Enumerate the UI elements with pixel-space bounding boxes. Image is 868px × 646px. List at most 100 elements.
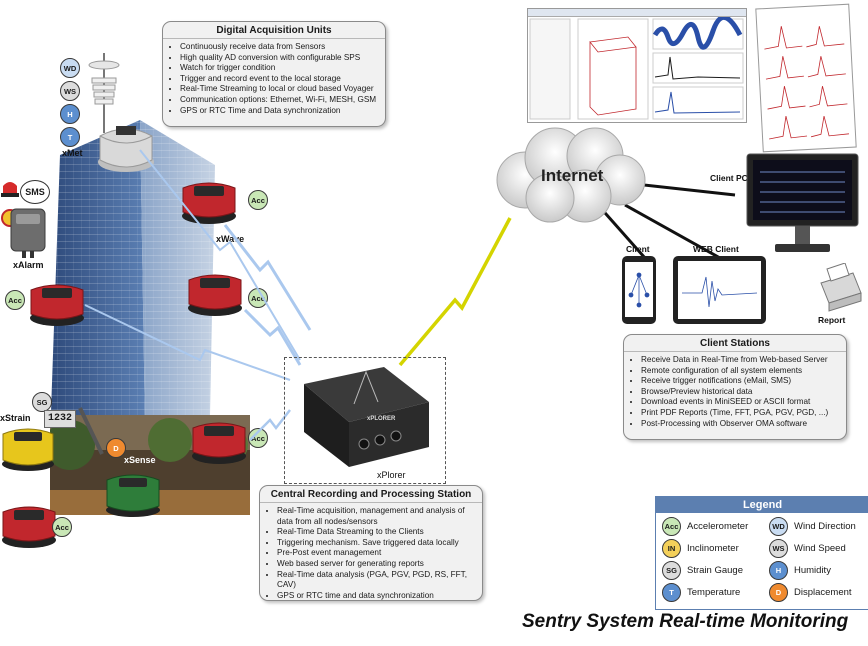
t-badge: T — [662, 583, 681, 602]
wind-speed-badge: WS — [60, 81, 80, 101]
xplorer-frame — [284, 357, 446, 484]
central-recording-box: Central Recording and Processing Station… — [259, 485, 483, 601]
list-item: Browse/Preview historical data — [641, 387, 840, 398]
list-item: Pre-Post event management — [277, 548, 476, 559]
client-stations-box: Client Stations Receive Data in Real-Tim… — [623, 334, 847, 440]
xmet-unit-icon — [98, 126, 154, 172]
client-label: Client — [626, 244, 650, 254]
temperature-badge: T — [60, 127, 80, 147]
legend-item-strain-gauge: SG Strain Gauge — [662, 561, 743, 580]
list-item: Download events in MiniSEED or ASCII for… — [641, 397, 840, 408]
legend-item-inclinometer: IN Inclinometer — [662, 539, 739, 558]
red-sensor-left-icon — [30, 284, 84, 326]
sms-bubble: SMS — [20, 180, 50, 204]
box-title: Central Recording and Processing Station — [260, 486, 482, 503]
list-item: Print PDF Reports (Time, FFT, PGA, PGV, … — [641, 408, 840, 419]
box-list: Receive Data in Real-Time from Web-based… — [624, 355, 846, 429]
legend-item-wind-speed: WS Wind Speed — [769, 539, 846, 558]
xmet-label: xMet — [62, 148, 83, 158]
acc-badge-4: Acc — [248, 428, 268, 448]
strain-gauge-badge: SG — [32, 392, 52, 412]
internet-label: Internet — [541, 166, 604, 185]
weather-station-icon — [88, 53, 120, 133]
diagram-title: Sentry System Real-time Monitoring — [522, 611, 849, 632]
wind-direction-badge: WD — [60, 58, 80, 78]
list-item: Receive Data in Real-Time from Web-based… — [641, 355, 840, 366]
siren-icon — [1, 182, 19, 197]
legend-label: Humidity — [794, 565, 831, 576]
xwave-sensor-top-icon — [182, 182, 236, 224]
list-item: Web based server for generating reports — [277, 559, 476, 570]
acc-badge-1: Acc — [248, 190, 268, 210]
humidity-badge: H — [60, 104, 80, 124]
box-title: Digital Acquisition Units — [163, 22, 385, 39]
xplorer-label: xPlorer — [377, 470, 406, 480]
legend-item-temperature: T Temperature — [662, 583, 740, 602]
xwave-label: xWave — [216, 234, 245, 244]
list-item: Communication options: Ethernet, Wi-Fi, … — [180, 95, 379, 106]
red-sensor-bottom-icon — [2, 506, 56, 548]
legend-label: Wind Speed — [794, 543, 846, 554]
wd-badge: WD — [769, 517, 788, 536]
legend-item-displacement: D Displacement — [769, 583, 852, 602]
xsense-sensor-icon — [106, 474, 160, 517]
web-client-label: WEB Client — [693, 244, 739, 254]
legend-label: Displacement — [794, 587, 852, 598]
report-label: Report — [818, 315, 846, 325]
voyager-screenshot — [527, 8, 747, 123]
tablet-icon — [673, 256, 766, 324]
list-item: Continuously receive data from Sensors — [180, 42, 379, 53]
digital-acquisition-units-box: Digital Acquisition Units Continuously r… — [162, 21, 386, 127]
xwave-sensor-mid-icon — [188, 274, 242, 316]
legend-item-accelerometer: Acc Accelerometer — [662, 517, 748, 536]
legend: Legend Acc Accelerometer WD Wind Directi… — [655, 496, 868, 610]
client-pc-label: Client PC — [710, 173, 748, 183]
xstrain-sensor-icon — [2, 428, 54, 471]
box-list: Continuously receive data from Sensors H… — [163, 42, 385, 116]
xplorer-brand: xPLORER — [367, 416, 396, 422]
list-item: Receive trigger notifications (eMail, SM… — [641, 376, 840, 387]
xplorer-device-icon — [304, 367, 429, 467]
legend-title: Legend — [656, 497, 868, 513]
list-item: Trigger and record event to the local st… — [180, 74, 379, 85]
ws-badge: WS — [769, 539, 788, 558]
box-title: Client Stations — [624, 335, 846, 352]
displacement-badge: D — [106, 438, 126, 458]
acc-badge-3: Acc — [5, 290, 25, 310]
legend-label: Temperature — [687, 587, 741, 598]
legend-label: Inclinometer — [687, 543, 739, 554]
list-item: Real-Time Streaming to local or cloud ba… — [180, 84, 379, 95]
box-list: Real-Time acquisition, management and an… — [260, 506, 482, 601]
list-item: Watch for trigger condition — [180, 63, 379, 74]
legend-label: Wind Direction — [794, 521, 856, 532]
cloud-icon — [496, 127, 646, 223]
acc-badge: Acc — [662, 517, 681, 536]
in-badge: IN — [662, 539, 681, 558]
list-item: Real-Time data analysis (PGA, PGV, PGD, … — [277, 570, 476, 591]
list-item: GPS or RTC Time and Data synchronization — [180, 106, 379, 117]
xsense-label: xSense — [124, 455, 156, 465]
phone-icon — [622, 256, 656, 324]
legend-item-humidity: H Humidity — [769, 561, 831, 580]
xalarm-label: xAlarm — [13, 260, 44, 270]
legend-item-wind-direction: WD Wind Direction — [769, 517, 856, 536]
list-item: Real-Time Data Streaming to the Clients — [277, 527, 476, 538]
legend-label: Accelerometer — [687, 521, 749, 532]
h-badge: H — [769, 561, 788, 580]
list-item: High quality AD conversion with configur… — [180, 53, 379, 64]
report-screenshot — [755, 3, 857, 153]
xalarm-unit-icon — [10, 208, 46, 258]
sg-badge: SG — [662, 561, 681, 580]
list-item: Post-Processing with Observer OMA softwa… — [641, 419, 840, 430]
legend-label: Strain Gauge — [687, 565, 743, 576]
displacement-probe-icon — [78, 407, 104, 455]
strain-display: 1232 — [44, 410, 76, 428]
xstrain-label: xStrain — [0, 413, 31, 423]
acc-badge-5: Acc — [52, 517, 72, 537]
monitor-icon — [746, 153, 859, 252]
d-badge: D — [769, 583, 788, 602]
red-sensor-lower-icon — [192, 422, 246, 464]
list-item: Triggering mechanism. Save triggered dat… — [277, 538, 476, 549]
list-item: Real-Time acquisition, management and an… — [277, 506, 476, 527]
